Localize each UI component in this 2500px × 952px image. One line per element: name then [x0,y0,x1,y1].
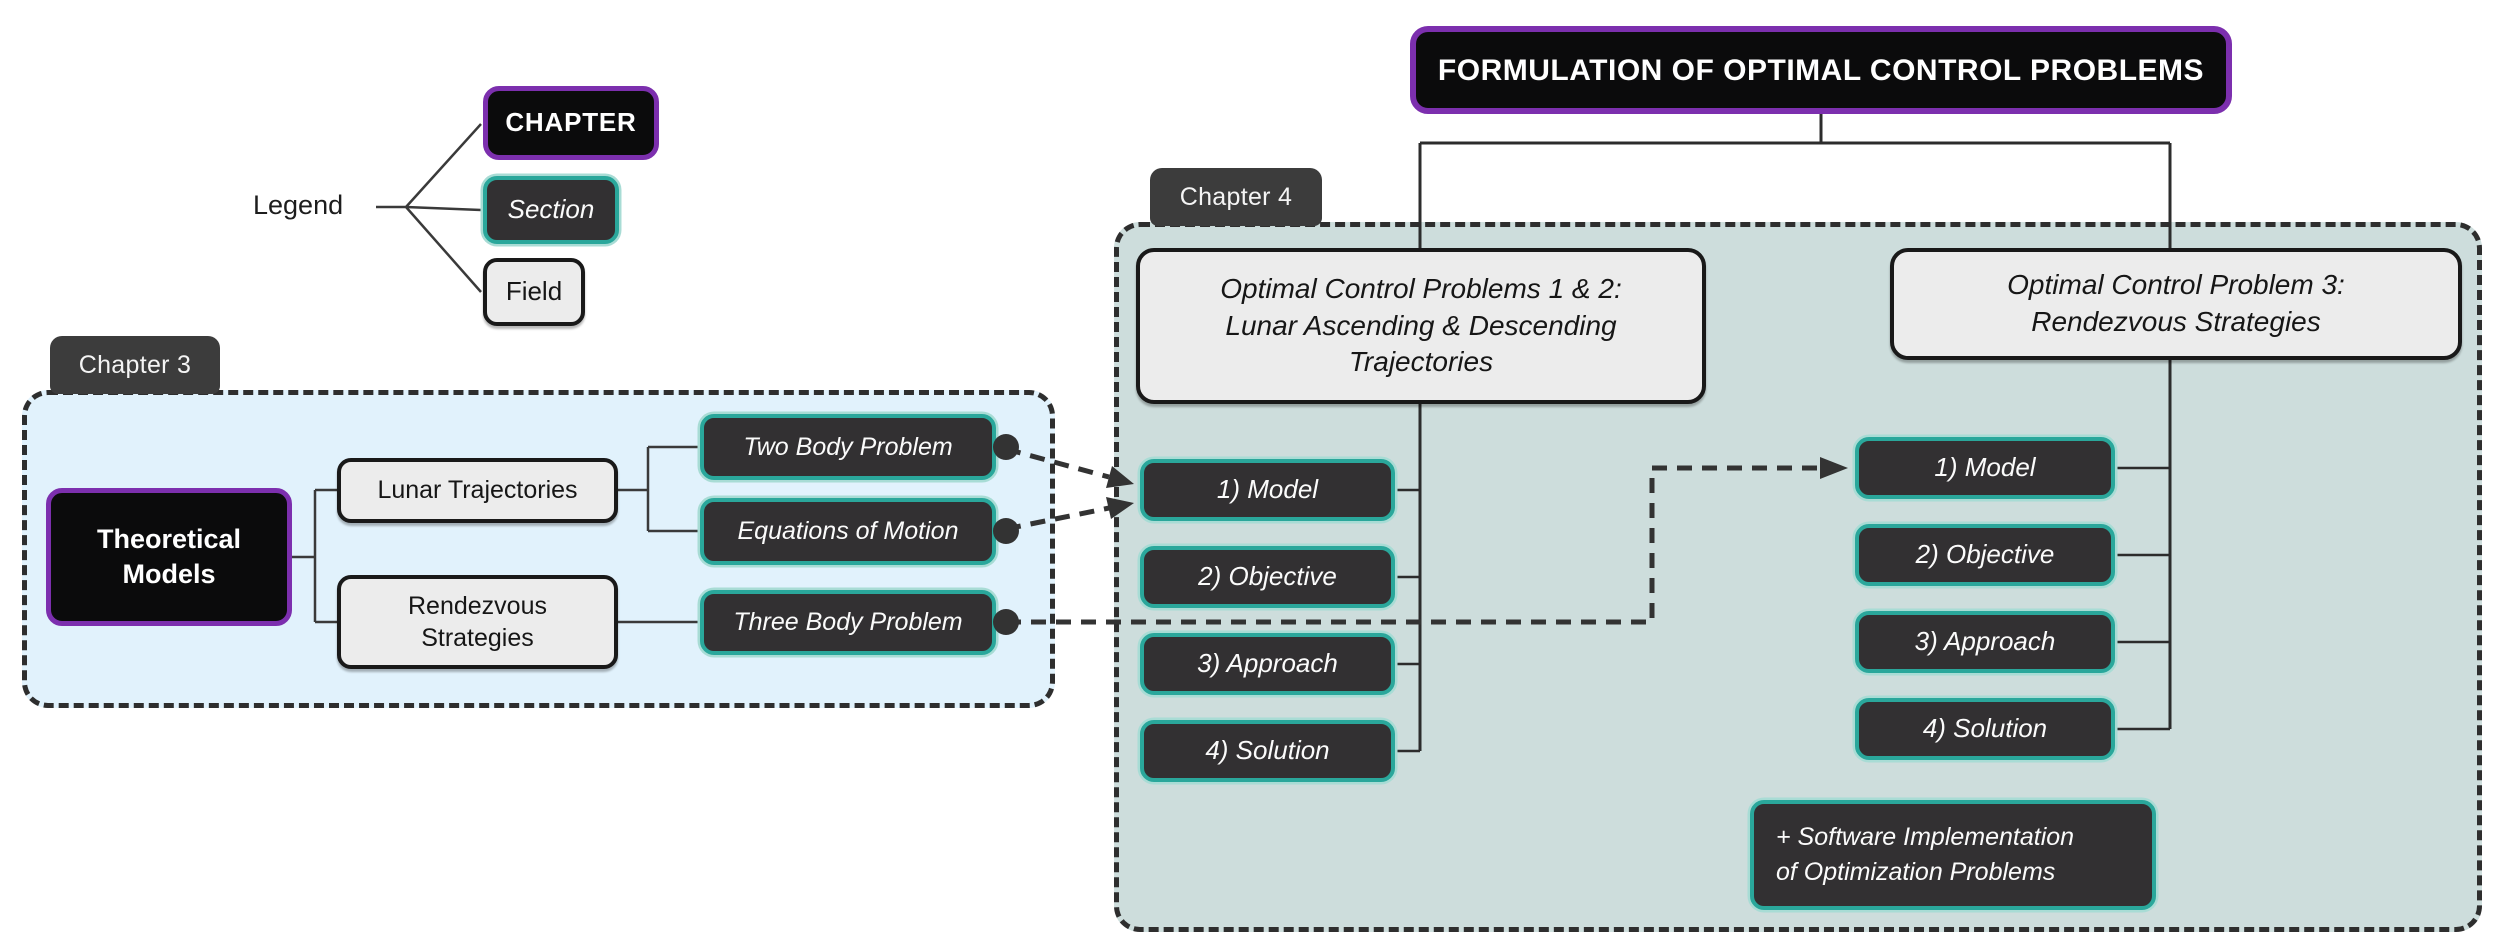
legend-chapter-node: CHAPTER [483,86,659,160]
ocp3-step-approach: 3) Approach [1855,611,2115,673]
chapter4-tab: Chapter 4 [1150,168,1322,226]
chapter3-tab: Chapter 3 [50,336,220,394]
equations-of-motion-node: Equations of Motion [700,498,996,565]
software-implementation-note: + Software Implementation of Optimizatio… [1750,800,2156,910]
ocp12-step-objective: 2) Objective [1140,546,1395,608]
two-body-problem-node: Two Body Problem [700,414,996,480]
three-body-problem-node: Three Body Problem [700,590,996,655]
ocp3-step-model: 1) Model [1855,437,2115,499]
ocp3-step-solution: 4) Solution [1855,698,2115,760]
theoretical-models-node: Theoretical Models [46,488,292,626]
legend-fork-lines [376,123,482,293]
legend-field-node: Field [483,258,585,326]
legend-section-node: Section [483,176,619,244]
ocp12-step-approach: 3) Approach [1140,633,1395,695]
lunar-trajectories-node: Lunar Trajectories [337,458,618,523]
ocp-1-2-section-node: Optimal Control Problems 1 & 2: Lunar As… [1136,248,1706,404]
ocp-3-section-node: Optimal Control Problem 3: Rendezvous St… [1890,248,2462,360]
rendezvous-strategies-node: Rendezvous Strategies [337,575,618,669]
diagram-title: FORMULATION OF OPTIMAL CONTROL PROBLEMS [1410,26,2232,114]
ocp12-step-solution: 4) Solution [1140,720,1395,782]
ocp3-step-objective: 2) Objective [1855,524,2115,586]
legend-label: Legend [253,190,344,220]
ocp12-step-model: 1) Model [1140,459,1395,521]
